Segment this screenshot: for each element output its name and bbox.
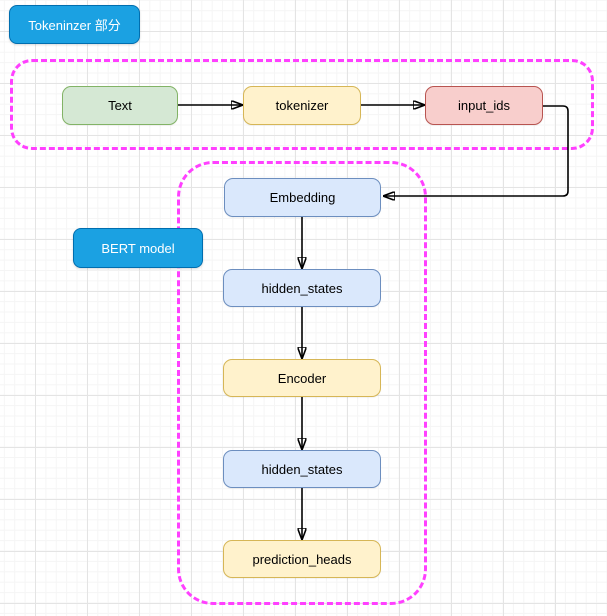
edge-input-ids-to-embedding[interactable] [384,105,569,196]
bert-section-label[interactable]: BERT model [73,228,203,268]
bert-section-frame[interactable] [177,161,427,605]
node-encoder[interactable]: Encoder [223,359,381,397]
node-text-label: Text [108,98,132,113]
tokenizer-section-label-text: Tokeninzer 部分 [28,18,121,33]
node-input-ids[interactable]: input_ids [425,86,543,125]
node-prediction-heads-label: prediction_heads [252,551,352,567]
node-prediction-heads[interactable]: prediction_heads [223,540,381,578]
node-tokenizer[interactable]: tokenizer [243,86,361,125]
tokenizer-section-frame[interactable] [10,59,594,150]
tokenizer-section-label[interactable]: Tokeninzer 部分 [9,5,140,44]
node-hidden-states-1-label: hidden_states [261,280,343,296]
node-embedding[interactable]: Embedding [224,178,381,217]
node-encoder-label: Encoder [277,370,327,386]
node-text[interactable]: Text [62,86,178,125]
node-hidden-states-1[interactable]: hidden_states [223,269,381,307]
node-input-ids-label: input_ids [457,98,511,113]
bert-section-label-text: BERT model [101,240,175,256]
node-embedding-label: Embedding [269,190,336,205]
node-tokenizer-label: tokenizer [275,98,329,113]
node-hidden-states-2[interactable]: hidden_states [223,450,381,488]
node-hidden-states-2-label: hidden_states [261,461,343,477]
